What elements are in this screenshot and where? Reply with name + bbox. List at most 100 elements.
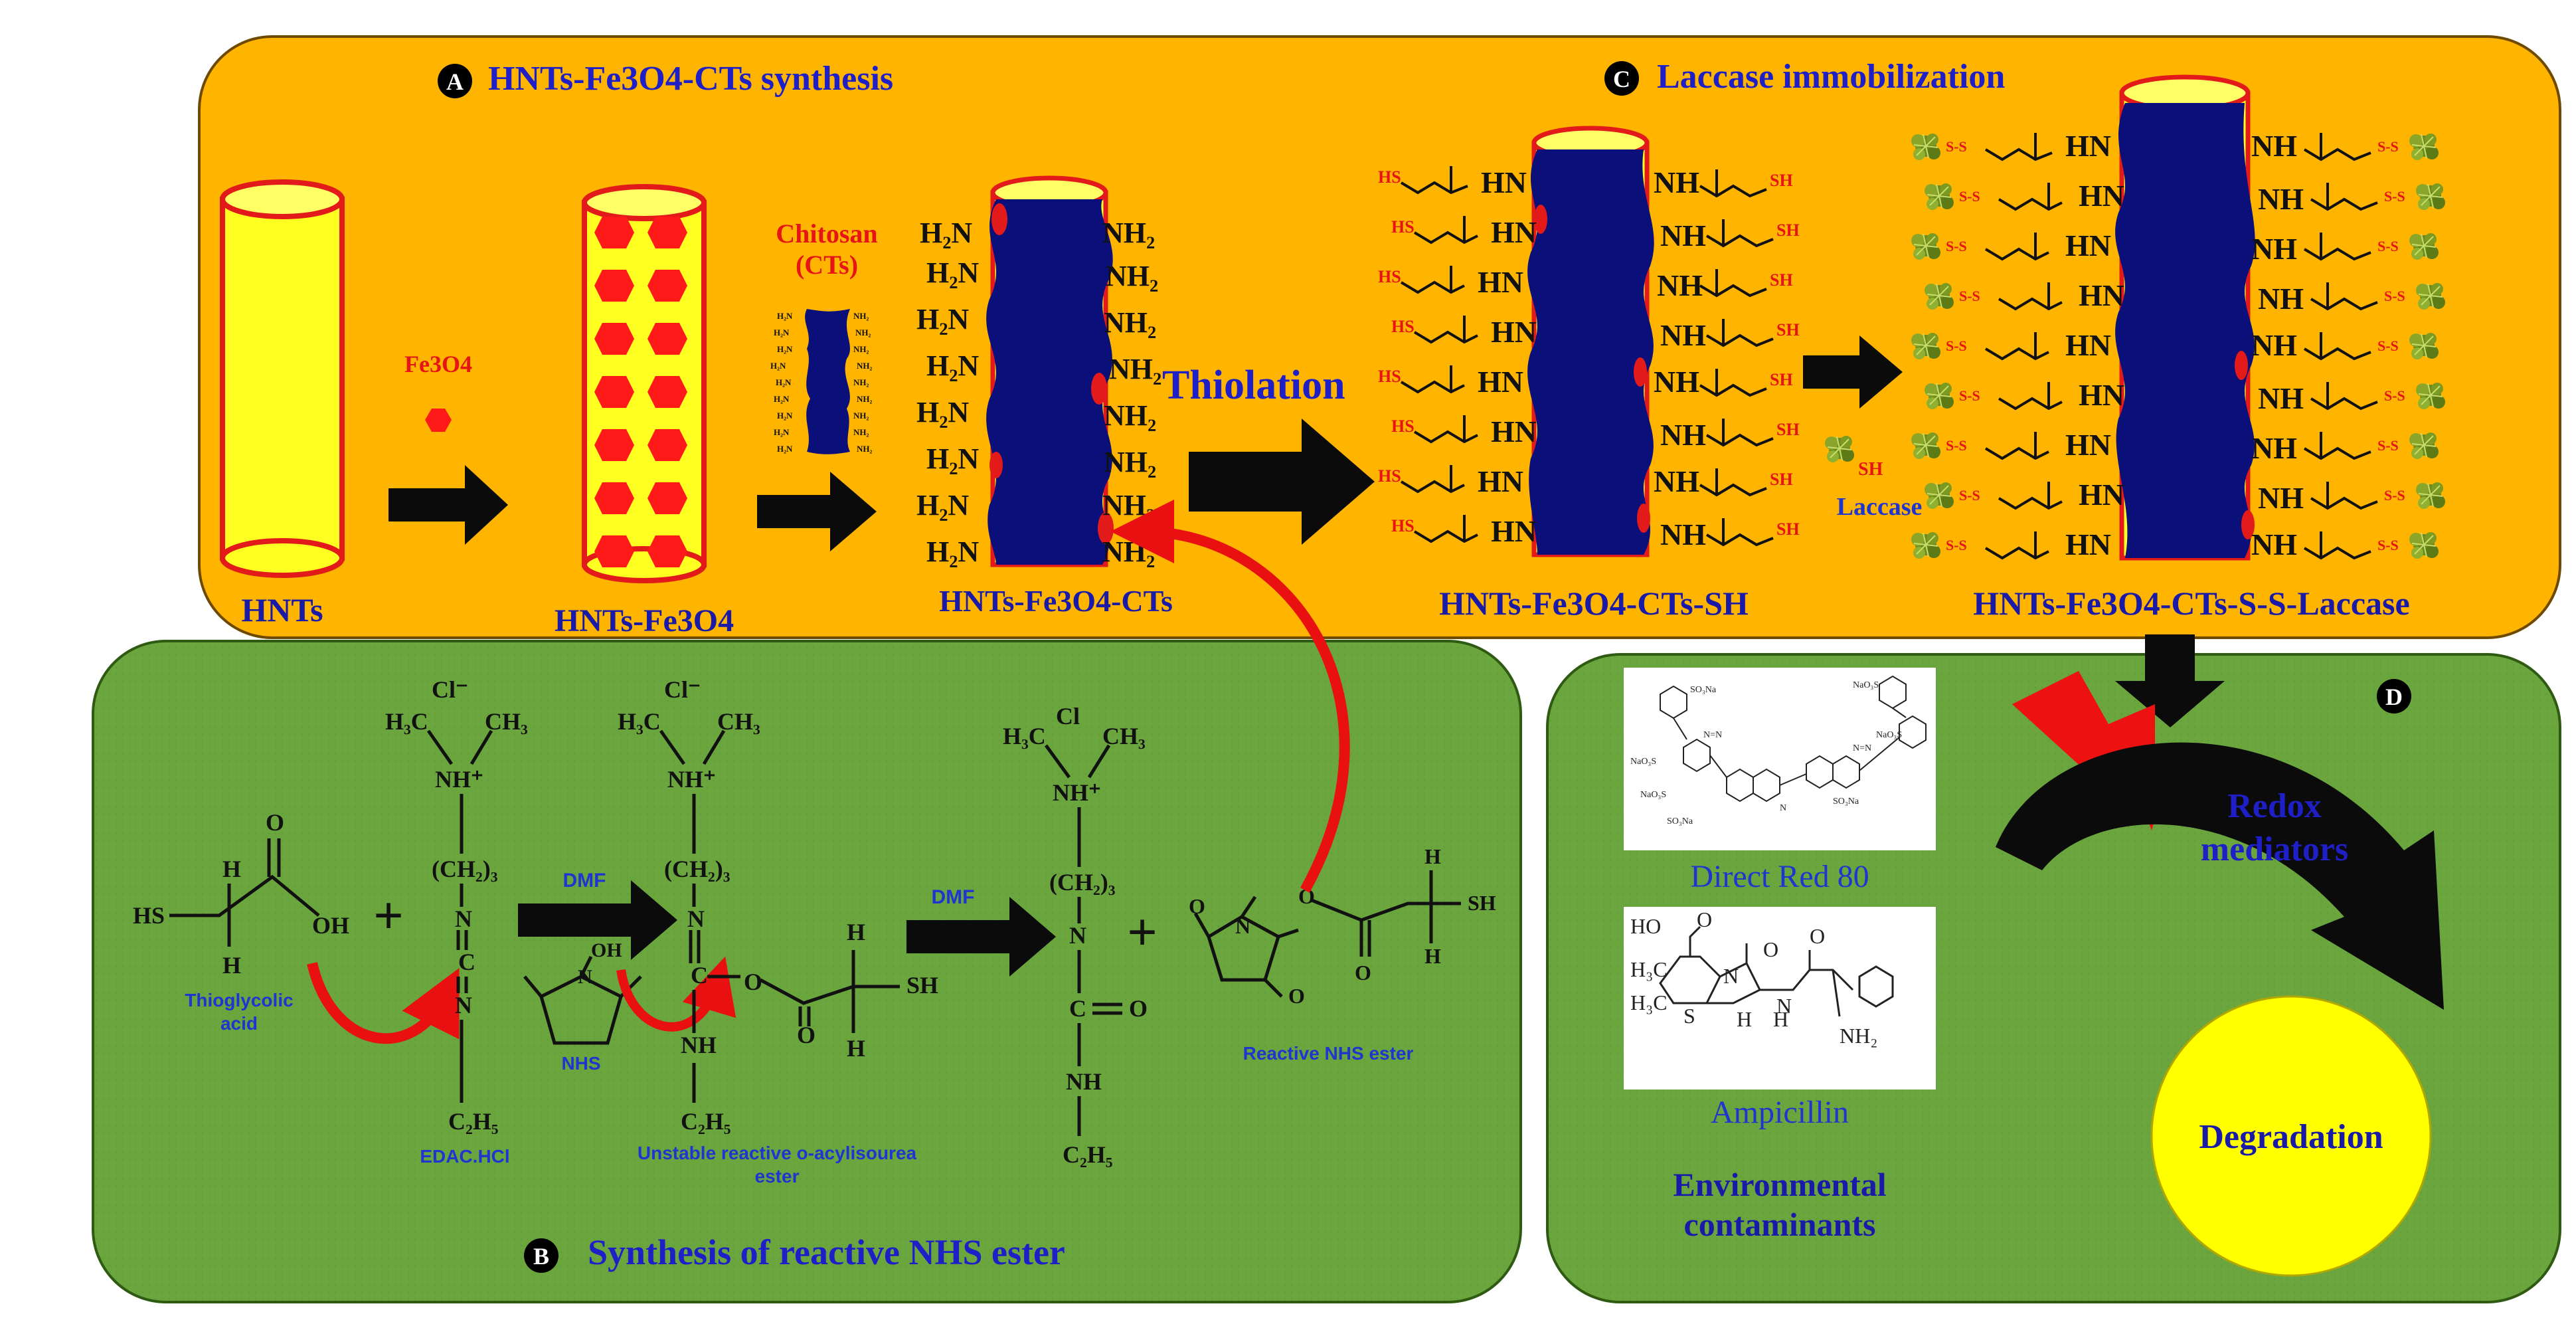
svg-text:NH₂: NH₂ [855, 328, 871, 337]
svg-text:O: O [1697, 907, 1712, 931]
svg-text:C₂H₅: C₂H₅ [1063, 1141, 1113, 1168]
svg-text:S-S: S-S [1959, 188, 1980, 205]
ampicillin-label: Ampicillin [1711, 1095, 1849, 1130]
svg-text:S-S: S-S [2377, 138, 2399, 155]
svg-text:NH₂: NH₂ [1840, 1024, 1877, 1048]
panel-b-badge [524, 1238, 558, 1273]
svg-text:HN: HN [1478, 464, 1523, 498]
svg-text:NH: NH [1654, 165, 1699, 199]
panel-d-letter: D [2385, 684, 2403, 710]
svg-text:C: C [691, 962, 708, 989]
env-label-1: Environmental [1673, 1166, 1886, 1203]
svg-text:CH₃: CH₃ [485, 708, 528, 735]
svg-text:SH: SH [1770, 270, 1793, 290]
svg-text:NH₂: NH₂ [853, 377, 869, 387]
svg-text:SH: SH [1776, 320, 1800, 339]
laccase-label: Laccase [1837, 493, 1923, 521]
redox-label-1: Redox [2227, 787, 2322, 825]
hnts-fe3o4-cts-sh-label: HNTs-Fe3O4-CTs-SH [1439, 585, 1749, 622]
svg-text:NH: NH [2258, 381, 2304, 415]
svg-text:S-S: S-S [2377, 537, 2399, 553]
svg-text:SO₃Na: SO₃Na [1833, 797, 1859, 806]
svg-text:Cl: Cl [1056, 703, 1080, 729]
arrow-icon [757, 472, 877, 551]
dmf-label-1: DMF [563, 870, 606, 892]
svg-text:S-S: S-S [1946, 537, 1967, 553]
panel-a-title-text: HNTs-Fe3O4-CTs synthesis [488, 60, 893, 98]
panel-a-letter: A [446, 68, 464, 95]
svg-text:S-S: S-S [1959, 487, 1980, 504]
svg-text:O: O [1129, 995, 1148, 1022]
svg-text:H₂N: H₂N [916, 303, 969, 335]
svg-text:HS: HS [1391, 317, 1415, 336]
svg-text:NH: NH [2251, 129, 2297, 163]
svg-text:NH: NH [1654, 365, 1699, 399]
thioglycolic-label-2: acid [220, 1013, 258, 1034]
chitosan-label: Chitosan [776, 219, 877, 248]
svg-text:N: N [1069, 922, 1086, 949]
svg-text:HS: HS [1378, 367, 1401, 386]
svg-text:S-S: S-S [2377, 238, 2399, 254]
svg-text:NH: NH [2251, 232, 2297, 266]
svg-text:HN: HN [2065, 428, 2111, 462]
chitosan-icon [805, 309, 850, 454]
svg-text:HS: HS [1391, 417, 1415, 436]
svg-text:SH: SH [1776, 520, 1800, 539]
svg-text:HS: HS [1378, 267, 1401, 286]
svg-text:HN: HN [1478, 365, 1523, 399]
panel-d-title: D [2377, 679, 2411, 713]
edac-label: EDAC.HCl [420, 1146, 509, 1167]
svg-text:NH₂: NH₂ [857, 361, 873, 371]
svg-text:HN: HN [2065, 229, 2111, 262]
svg-text:S-S: S-S [2384, 288, 2405, 304]
arrow-icon [518, 880, 677, 960]
svg-text:CH₃: CH₃ [717, 708, 760, 735]
svg-text:NaO₃S: NaO₃S [1630, 757, 1656, 767]
direct-red-80-structure: SO₃Na NaO₃S NaO₃S SO₃Na N NaO₃S NaO₃S SO… [1624, 668, 1936, 894]
red-curved-arrow-icon [1110, 500, 1350, 893]
svg-text:NH: NH [2258, 182, 2304, 216]
svg-text:H₂N: H₂N [774, 328, 790, 337]
svg-text:NaO₃S: NaO₃S [1853, 680, 1879, 690]
svg-text:NH: NH [1066, 1068, 1102, 1095]
svg-text:N=N: N=N [1853, 743, 1871, 753]
unstable-label-1: Unstable reactive o-acylisourea [638, 1143, 917, 1163]
svg-text:SH: SH [1468, 891, 1496, 915]
svg-text:OH: OH [312, 912, 349, 939]
svg-text:S-S: S-S [2384, 487, 2405, 504]
arrow-icon [388, 465, 508, 545]
svg-text:NH₂: NH₂ [857, 394, 873, 404]
svg-text:S-S: S-S [2384, 188, 2405, 205]
plus-icon: + [373, 887, 404, 945]
svg-text:H₂N: H₂N [926, 349, 979, 382]
panel-c-title-text: Laccase immobilization [1657, 58, 2005, 96]
svg-text:H₂N: H₂N [920, 217, 972, 249]
svg-text:NH₂: NH₂ [1106, 260, 1158, 292]
hnts-label: HNTs [241, 591, 323, 628]
curved-arrow-icon [1996, 742, 2444, 1010]
svg-text:C: C [458, 949, 475, 975]
degradation-circle [2150, 995, 2432, 1277]
svg-text:HO: HO [1630, 914, 1661, 938]
final-label: HNTs-Fe3O4-CTs-S-S-Laccase [1973, 585, 2409, 622]
svg-text:NH: NH [2251, 527, 2297, 561]
laccase-enzyme-icon [1824, 435, 1855, 463]
svg-text:NH₂: NH₂ [853, 411, 869, 421]
svg-text:Cl⁻: Cl⁻ [432, 676, 468, 703]
svg-text:SH: SH [906, 972, 938, 998]
svg-text:HN: HN [1478, 265, 1523, 299]
svg-text:S: S [1683, 1004, 1695, 1028]
svg-text:N: N [1780, 803, 1786, 813]
svg-text:S-S: S-S [1946, 337, 1967, 354]
svg-text:NH₂: NH₂ [1104, 446, 1156, 478]
panel-b-title: B Synthesis of reactive NHS ester [524, 1232, 1065, 1273]
svg-text:H: H [1424, 844, 1441, 868]
svg-text:NH₂: NH₂ [1102, 217, 1155, 249]
arrow-icon [906, 897, 1056, 977]
svg-text:H: H [1737, 1007, 1752, 1031]
svg-text:HN: HN [2079, 378, 2124, 412]
thiolation-label: Thiolation [1162, 363, 1345, 408]
